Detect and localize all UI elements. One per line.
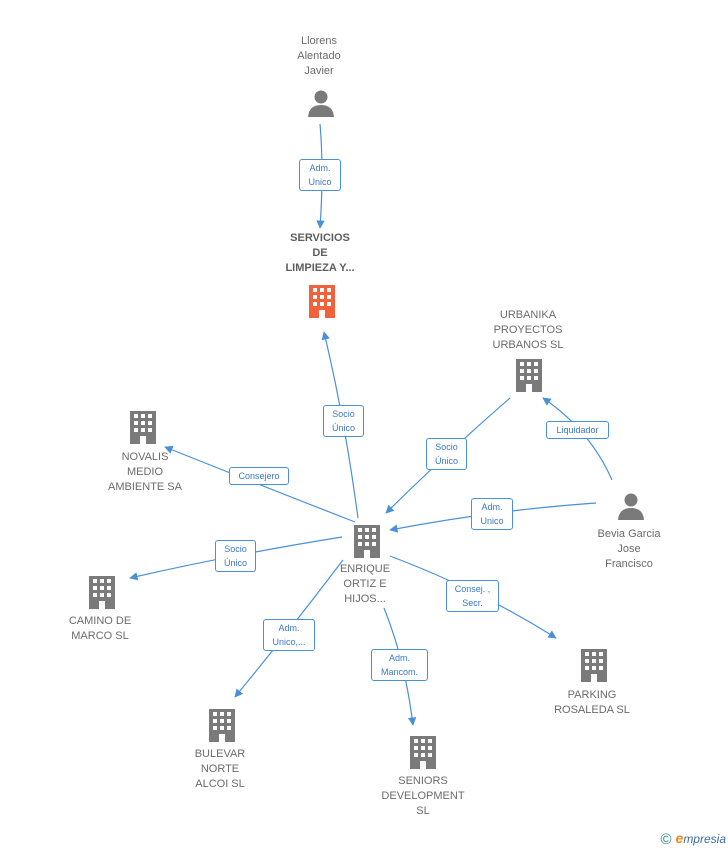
relation-badge-socio-unico[interactable]: Socio Único: [215, 540, 256, 572]
node-label-seniors[interactable]: SENIORS DEVELOPMENT SL: [381, 775, 465, 817]
node-label-novalis[interactable]: NOVALIS MEDIO AMBIENTE SA: [108, 451, 182, 493]
edge-bevia-urbanika: [542, 397, 613, 481]
person-icon[interactable]: [306, 88, 336, 118]
relation-badge-liquidador[interactable]: Liquidador: [546, 421, 609, 439]
building-icon[interactable]: [86, 575, 118, 609]
building-icon[interactable]: [206, 708, 238, 742]
relation-badge-consej-secr[interactable]: Consej. , Secr.: [446, 580, 499, 612]
brand-footer[interactable]: ©empresia: [660, 830, 726, 848]
building-icon[interactable]: [351, 524, 383, 558]
relation-badge-consejero[interactable]: Consejero: [229, 467, 289, 485]
person-icon[interactable]: [616, 491, 646, 521]
node-label-servicios[interactable]: SERVICIOS DE LIMPIEZA Y...: [285, 232, 355, 274]
building-icon[interactable]: [407, 735, 439, 769]
node-label-enrique[interactable]: ENRIQUE ORTIZ E HIJOS...: [339, 563, 391, 605]
node-label-llorens[interactable]: Llorens Alentado Javier: [297, 35, 341, 77]
relation-badge-socio-unico[interactable]: Socio Único: [426, 438, 467, 470]
relation-badge-adm-unico[interactable]: Adm. Unico: [471, 498, 513, 530]
relation-badge-adm-unico[interactable]: Adm. Unico,...: [263, 619, 315, 651]
node-label-bevia[interactable]: Bevia Garcia Jose Francisco: [597, 528, 661, 570]
node-label-camino[interactable]: CAMINO DE MARCO SL: [68, 615, 132, 642]
relation-badge-adm-mancom[interactable]: Adm. Mancom.: [371, 649, 428, 681]
relation-badge-adm-unico[interactable]: Adm. Unico: [299, 159, 341, 191]
building-icon[interactable]: [306, 284, 338, 318]
building-icon[interactable]: [127, 410, 159, 444]
brand-logo-e: e: [675, 830, 684, 846]
relation-badge-socio-unico[interactable]: Socio Único: [323, 405, 364, 437]
brand-logo-text: mpresia: [683, 832, 726, 846]
node-label-parking[interactable]: PARKING ROSALEDA SL: [554, 689, 630, 716]
node-label-urbanika[interactable]: URBANIKA PROYECTOS URBANOS SL: [492, 309, 564, 351]
node-label-bulevar[interactable]: BULEVAR NORTE ALCOI SL: [194, 748, 246, 790]
building-icon[interactable]: [578, 648, 610, 682]
copyright-symbol: ©: [660, 831, 672, 848]
building-icon[interactable]: [513, 358, 545, 392]
